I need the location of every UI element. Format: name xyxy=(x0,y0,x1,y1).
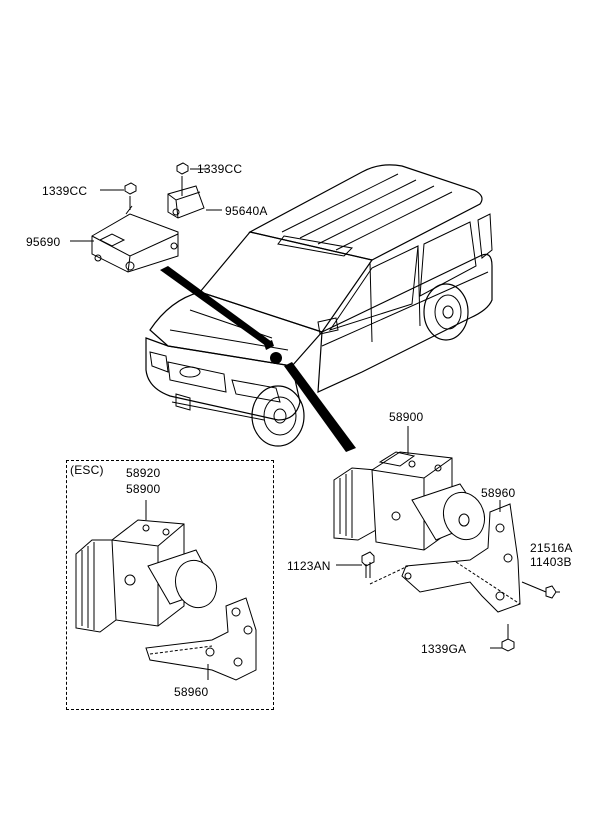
label-21516a: 21516A xyxy=(530,541,573,555)
label-58920-esc: 58920 xyxy=(126,466,161,480)
label-1339cc-left: 1339CC xyxy=(42,184,88,198)
label-esc: (ESC) xyxy=(70,463,104,477)
leader-wedges xyxy=(160,266,356,452)
label-11403b: 11403B xyxy=(530,555,572,569)
module-95690 xyxy=(91,182,179,273)
label-58900-esc: 58900 xyxy=(126,482,161,496)
label-1123an: 1123AN xyxy=(287,559,331,573)
sensor-95640a xyxy=(167,162,205,219)
vehicle-illustration xyxy=(145,164,493,447)
esc-variant-box xyxy=(66,460,274,710)
leader-lines-main xyxy=(336,426,560,649)
label-1339ga: 1339GA xyxy=(421,642,467,656)
leader-lines-esc xyxy=(145,500,209,680)
leader-lines-sensors xyxy=(70,168,222,242)
label-58960-esc: 58960 xyxy=(174,685,209,699)
label-95640a: 95640A xyxy=(225,204,268,218)
label-58960-main: 58960 xyxy=(481,486,516,500)
hecu-esc xyxy=(75,519,257,681)
label-95690: 95690 xyxy=(26,235,61,249)
label-58900-main: 58900 xyxy=(389,410,424,424)
label-1339cc-top: 1339CC xyxy=(197,162,243,176)
hecu-main xyxy=(333,451,557,652)
